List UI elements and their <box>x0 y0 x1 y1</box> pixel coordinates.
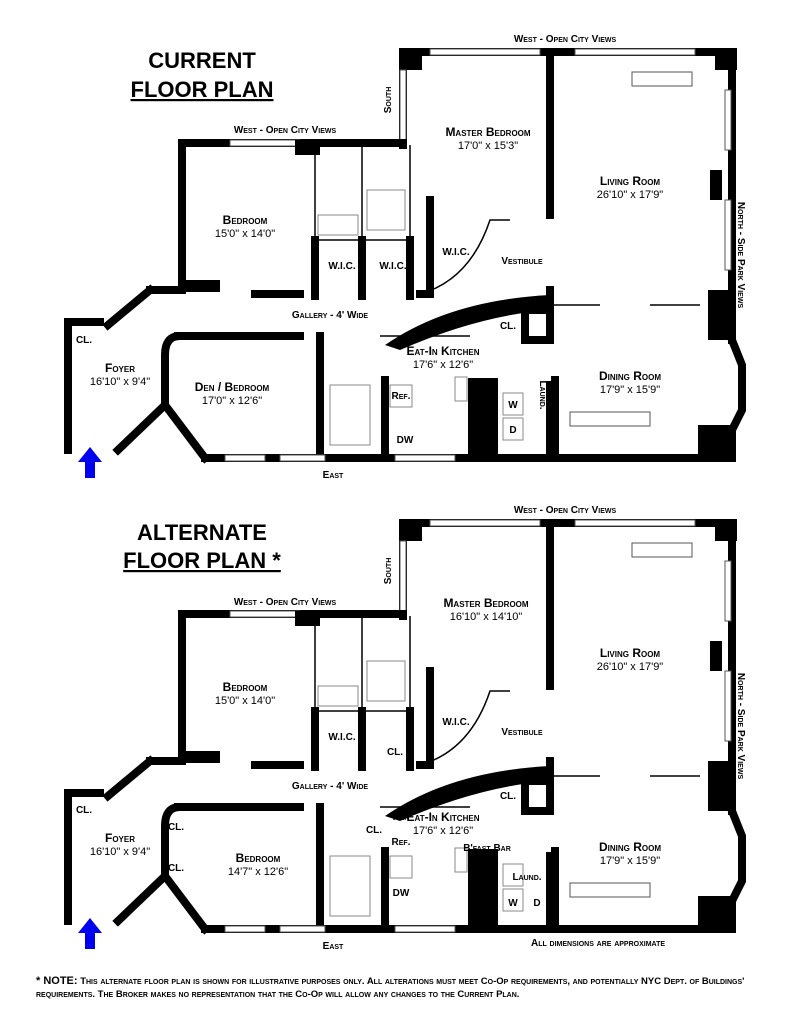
alternate-title-line1: ALTERNATE <box>137 520 267 545</box>
alternate-floor-plan: ALTERNATE FLOOR PLAN * West - Open City … <box>68 505 746 952</box>
alternate-west-top: West - Open City Views <box>514 505 617 516</box>
current-north: North - Side Park Views <box>735 202 746 309</box>
dining-room-name: Dining Room <box>599 840 661 854</box>
current-west-wing: West - Open City Views <box>234 125 337 136</box>
ref-label: Ref. <box>392 391 411 402</box>
kitchen-dims: 17'6" x 12'6" <box>413 359 473 371</box>
breakfast-bar-label: B'fast Bar <box>463 843 511 854</box>
master-bedroom-dims: 16'10" x 14'10" <box>450 611 523 623</box>
foyer-name: Foyer <box>105 831 135 845</box>
bedroom2-dims: 14'7" x 12'6" <box>228 866 288 878</box>
bedroom2-name: Bedroom <box>236 851 281 865</box>
washer-label: W <box>508 898 518 909</box>
dw-label: DW <box>397 435 414 446</box>
foyer-dims: 16'10" x 9'4" <box>90 846 150 858</box>
gallery-label: Gallery - 4' Wide <box>292 781 369 792</box>
current-south: South <box>383 87 394 114</box>
wic-label: W.I.C. <box>442 717 469 728</box>
closet-label: CL. <box>366 825 382 836</box>
bedroom-dims: 15'0" x 14'0" <box>215 695 275 707</box>
current-west-top: West - Open City Views <box>514 34 617 45</box>
dw-label: DW <box>393 888 410 899</box>
dryer-label: D <box>509 425 516 436</box>
ref-label: Ref. <box>392 837 411 848</box>
kitchen-dims: 17'6" x 12'6" <box>413 825 473 837</box>
closet-label: CL. <box>500 791 516 802</box>
alternate-south: South <box>383 558 394 585</box>
kitchen-name: Eat-In Kitchen <box>407 810 480 824</box>
alteration-note: * NOTE: This alternate floor plan is sho… <box>36 975 776 1001</box>
den-dims: 17'0" x 12'6" <box>202 395 262 407</box>
closet-label: CL. <box>76 805 92 816</box>
kitchen-name: Eat-In Kitchen <box>407 344 480 358</box>
vestibule-label: Vestibule <box>501 256 543 267</box>
living-room-dims: 26'10" x 17'9" <box>597 189 664 201</box>
foyer-name: Foyer <box>105 361 135 375</box>
current-floor-plan: CURRENT FLOOR PLAN West - Open City View… <box>68 34 746 481</box>
pantry-label: Pan <box>393 812 410 823</box>
wic-label: W.I.C. <box>442 247 469 258</box>
note-text: This alternate floor plan is shown for i… <box>36 976 745 1000</box>
alternate-west-wing: West - Open City Views <box>234 597 337 608</box>
closet-label: CL. <box>387 747 403 758</box>
foyer-dims: 16'10" x 9'4" <box>90 376 150 388</box>
bedroom-name: Bedroom <box>223 680 268 694</box>
alternate-north: North - Side Park Views <box>735 673 746 780</box>
current-east: East <box>323 470 344 481</box>
dining-room-name: Dining Room <box>599 369 661 383</box>
bedroom-name: Bedroom <box>223 213 268 227</box>
alternate-title-line2: FLOOR PLAN * <box>123 548 281 573</box>
current-title-line2: FLOOR PLAN <box>131 77 274 102</box>
laundry-label: Laund. <box>512 872 541 883</box>
entry-arrow-icon <box>78 447 102 478</box>
living-room-name: Living Room <box>600 174 661 188</box>
wic-label: W.I.C. <box>328 732 355 743</box>
master-bedroom-name: Master Bedroom <box>443 596 528 610</box>
closet-label: CL. <box>500 321 516 332</box>
dryer-label: D <box>533 898 540 909</box>
vestibule-label: Vestibule <box>501 727 543 738</box>
den-name: Den / Bedroom <box>195 380 270 394</box>
closet-label: CL. <box>168 863 184 874</box>
closet-label: CL. <box>76 335 92 346</box>
wic-label: W.I.C. <box>379 261 406 272</box>
bedroom-dims: 15'0" x 14'0" <box>215 228 275 240</box>
master-bedroom-name: Master Bedroom <box>445 125 530 139</box>
living-room-name: Living Room <box>600 646 661 660</box>
dimensions-disclaimer: All dimensions are approximate <box>531 938 665 949</box>
master-bedroom-dims: 17'0" x 15'3" <box>458 140 518 152</box>
washer-label: W <box>508 400 518 411</box>
gallery-label: Gallery - 4' Wide <box>292 310 369 321</box>
living-room-dims: 26'10" x 17'9" <box>597 661 664 673</box>
entry-arrow-icon <box>78 918 102 949</box>
closet-label: CL. <box>168 822 184 833</box>
note-heading: * NOTE: <box>36 975 78 987</box>
alternate-east: East <box>323 941 344 952</box>
wic-label: W.I.C. <box>328 261 355 272</box>
laundry-label: Laund. <box>537 380 548 409</box>
dining-room-dims: 17'9" x 15'9" <box>600 855 660 867</box>
dining-room-dims: 17'9" x 15'9" <box>600 384 660 396</box>
current-title-line1: CURRENT <box>148 48 256 73</box>
